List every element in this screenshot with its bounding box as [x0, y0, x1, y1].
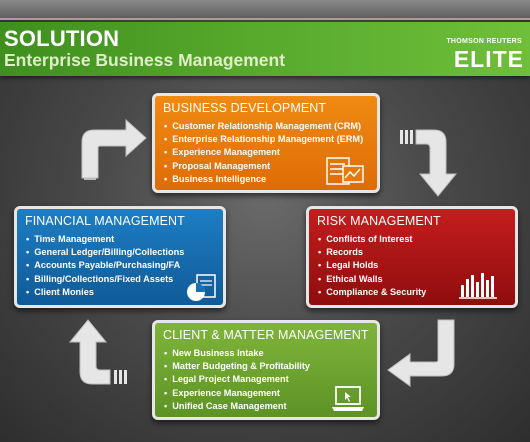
list-item: Unified Case Management — [164, 400, 310, 413]
list-item: General Ledger/Billing/Collections — [26, 246, 184, 259]
pie-chart-icon — [187, 274, 216, 301]
business-development-title: BUSINESS DEVELOPMENT — [163, 101, 327, 115]
header-banner: SOLUTION Enterprise Business Management … — [0, 22, 530, 76]
arrow-top-right-icon — [400, 129, 458, 197]
business-development-list: Customer Relationship Management (CRM) E… — [164, 120, 363, 186]
list-item: Accounts Payable/Purchasing/FA — [26, 259, 184, 272]
laptop-icon — [332, 386, 364, 411]
arrow-bottom-right-icon — [387, 319, 455, 387]
list-item: Legal Project Management — [164, 373, 310, 386]
financial-management-box: FINANCIAL MANAGEMENT Time Management Gen… — [14, 206, 226, 308]
risk-management-title: RISK MANAGEMENT — [317, 214, 441, 228]
brand-product: ELITE — [453, 46, 524, 72]
list-item: Records — [318, 246, 426, 259]
list-item: Experience Management — [164, 387, 310, 400]
list-item: Time Management — [26, 233, 184, 246]
bar-chart-icon — [459, 273, 497, 299]
financial-management-list: Time Management General Ledger/Billing/C… — [26, 233, 184, 299]
list-item: Compliance & Security — [318, 286, 426, 299]
list-item: Proposal Management — [164, 160, 363, 173]
business-development-box: BUSINESS DEVELOPMENT Customer Relationsh… — [152, 93, 380, 193]
risk-management-box: RISK MANAGEMENT Conflicts of Interest Re… — [306, 206, 518, 308]
arrow-top-left-icon — [81, 118, 147, 180]
list-item: Billing/Collections/Fixed Assets — [26, 273, 184, 286]
list-item: Enterprise Relationship Management (ERM) — [164, 133, 363, 146]
header-subtitle: Enterprise Business Management — [4, 50, 286, 70]
client-matter-management-list: New Business Intake Matter Budgeting & P… — [164, 347, 310, 413]
document-chart-icon — [326, 157, 364, 185]
top-strip-divider — [0, 18, 530, 20]
financial-management-title: FINANCIAL MANAGEMENT — [25, 214, 185, 228]
list-item: Conflicts of Interest — [318, 233, 426, 246]
header-title: SOLUTION — [4, 26, 120, 51]
list-item: Experience Management — [164, 146, 363, 159]
list-item: Client Monies — [26, 286, 184, 299]
client-matter-management-title: CLIENT & MATTER MANAGEMENT — [163, 328, 369, 342]
risk-management-list: Conflicts of Interest Records Legal Hold… — [318, 233, 426, 299]
list-item: Ethical Walls — [318, 273, 426, 286]
list-item: Business Intelligence — [164, 173, 363, 186]
list-item: Legal Holds — [318, 259, 426, 272]
client-matter-management-box: CLIENT & MATTER MANAGEMENT New Business … — [152, 320, 380, 420]
top-strip — [0, 0, 530, 20]
list-item: New Business Intake — [164, 347, 310, 360]
arrow-bottom-left-icon — [68, 319, 127, 385]
list-item: Customer Relationship Management (CRM) — [164, 120, 363, 133]
list-item: Matter Budgeting & Profitability — [164, 360, 310, 373]
brand-company: THOMSON REUTERS — [446, 38, 522, 45]
